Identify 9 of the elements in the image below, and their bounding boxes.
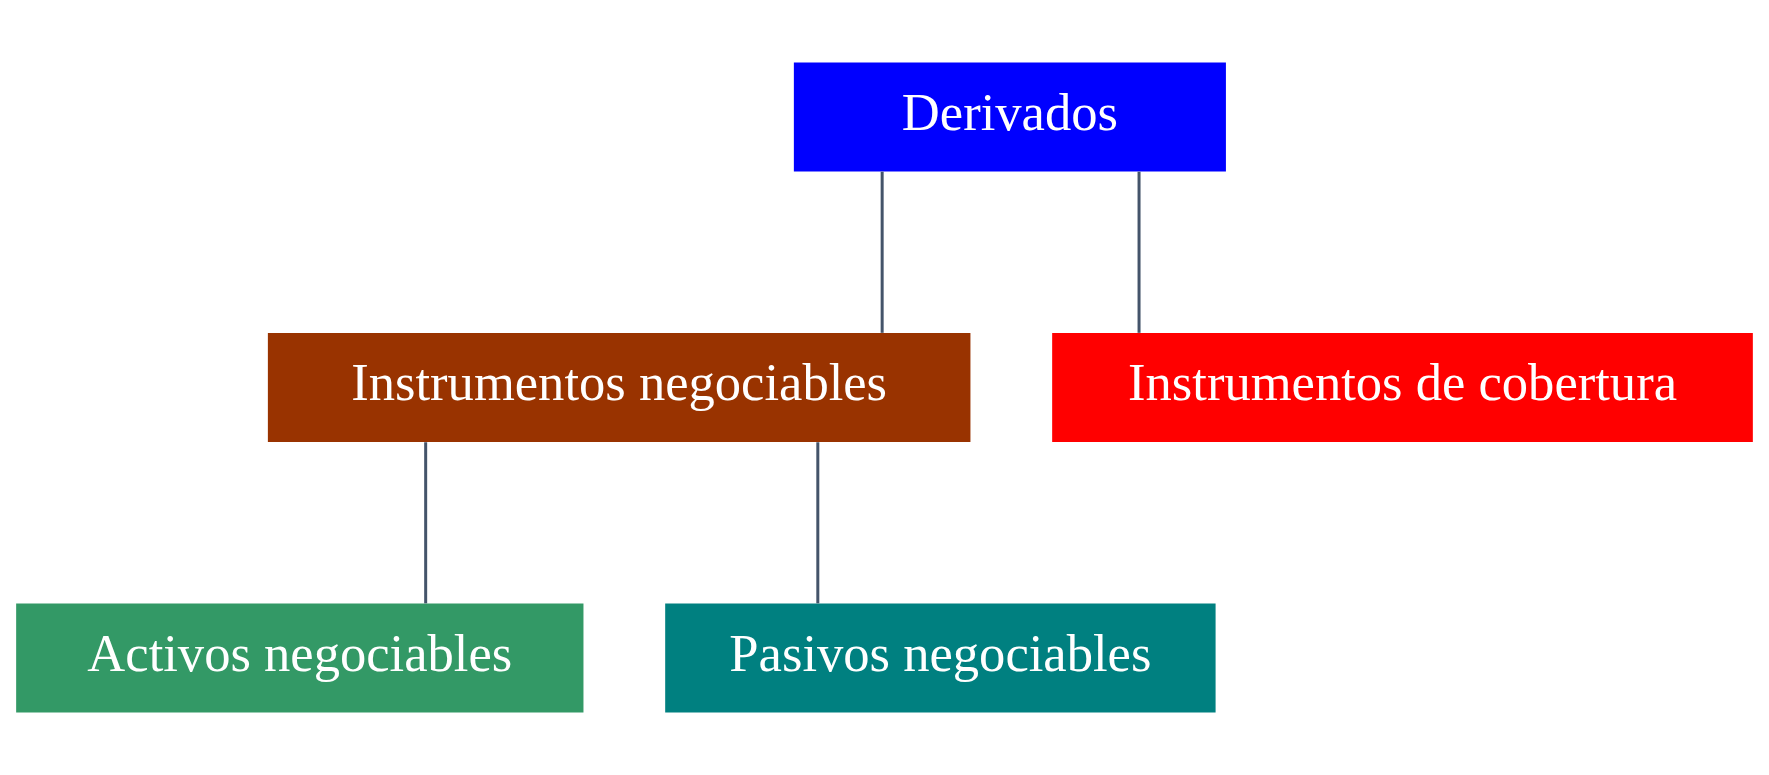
node-box: Activos negociables	[16, 603, 584, 713]
connector	[816, 442, 820, 604]
connector	[424, 442, 428, 604]
node-box: Instrumentos de cobertura	[1052, 333, 1753, 442]
node-box: Pasivos negociables	[665, 603, 1216, 713]
connector	[1137, 171, 1141, 333]
node-box: Derivados	[793, 62, 1226, 172]
node-box: Instrumentos negociables	[267, 333, 971, 442]
connector	[880, 171, 884, 333]
